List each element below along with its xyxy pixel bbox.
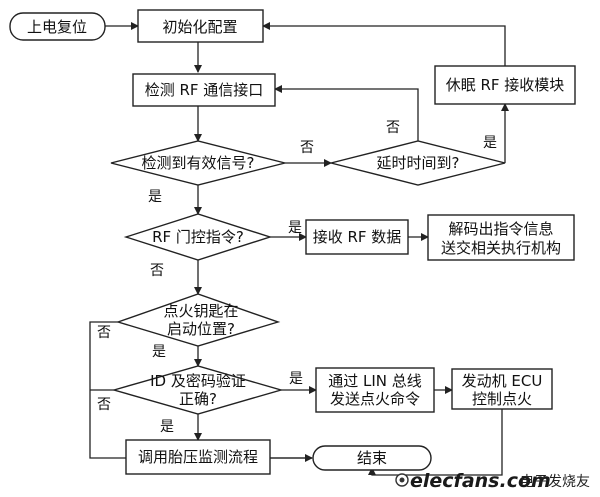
delay-time-label: 延时时间到? — [377, 154, 460, 172]
node-valid-signal: 检测到有效信号? — [110, 140, 286, 186]
decode-line1: 解码出指令信息 — [448, 220, 553, 238]
label-id-yes-down: 是 — [160, 419, 174, 435]
node-sleep-rf: 休眠 RF 接收模块 — [434, 65, 576, 105]
arrow-delay-no-back — [274, 85, 419, 141]
label-key-yes: 是 — [152, 344, 166, 360]
node-power-reset: 上电复位 — [9, 12, 106, 41]
valid-signal-label: 检测到有效信号? — [142, 154, 255, 172]
node-rf-door: RF 门控指令? — [123, 213, 273, 261]
watermark-name: 电子发烧友 — [520, 474, 590, 490]
key-line1: 点火钥匙在 — [163, 302, 238, 320]
rf-door-label: RF 门控指令? — [152, 228, 244, 246]
node-detect-rf: 检测 RF 通信接口 — [132, 73, 276, 107]
label-door-yes: 是 — [288, 220, 302, 236]
detect-rf-label: 检测 RF 通信接口 — [145, 81, 264, 99]
tire-label: 调用胎压监测流程 — [138, 448, 258, 466]
key-line2: 启动位置? — [167, 320, 235, 338]
branch-labels: 否 否 是 是 是 否 否 是 是 否 是 — [97, 120, 497, 435]
node-key-position: 点火钥匙在 启动位置? — [115, 293, 281, 347]
lin-line1: 通过 LIN 总线 — [328, 372, 422, 390]
arrow-sleep-to-init — [262, 22, 506, 66]
init-config-label: 初始化配置 — [162, 18, 237, 36]
arrow-ecu-to-end — [368, 409, 503, 476]
label-id-yes: 是 — [289, 371, 303, 387]
watermark-logo-dot-icon — [399, 477, 405, 483]
decode-line2: 送交相关执行机构 — [441, 239, 561, 257]
label-delay-yes: 是 — [483, 135, 497, 151]
label-valid-no: 否 — [300, 140, 314, 156]
node-receive-rf: 接收 RF 数据 — [305, 219, 409, 255]
end-label: 结束 — [357, 449, 387, 467]
node-decode: 解码出指令信息 送交相关执行机构 — [427, 214, 575, 261]
sleep-rf-label: 休眠 RF 接收模块 — [446, 76, 565, 94]
label-key-no: 否 — [97, 325, 111, 341]
receive-rf-label: 接收 RF 数据 — [313, 228, 402, 246]
ecu-line2: 控制点火 — [472, 390, 532, 408]
node-tire: 调用胎压监测流程 — [125, 439, 271, 475]
label-delay-no: 否 — [386, 120, 400, 136]
node-end: 结束 — [312, 445, 432, 471]
label-id-no: 否 — [97, 397, 111, 413]
ecu-line1: 发动机 ECU — [462, 372, 543, 390]
node-init-config: 初始化配置 — [137, 9, 264, 43]
node-id-verify: ID 及密码验证 正确? — [111, 365, 284, 415]
power-reset-label: 上电复位 — [27, 18, 87, 36]
label-valid-yes: 是 — [148, 189, 162, 205]
id-line2: 正确? — [179, 390, 217, 408]
node-delay-time: 延时时间到? — [330, 140, 506, 186]
label-door-no: 否 — [150, 263, 164, 279]
node-lin: 通过 LIN 总线 发送点火命令 — [315, 367, 435, 413]
node-ecu: 发动机 ECU 控制点火 — [451, 368, 553, 410]
lin-line2: 发送点火命令 — [330, 390, 420, 408]
id-line1: ID 及密码验证 — [150, 372, 246, 390]
watermark-site: elecfans.com — [410, 470, 551, 492]
watermark: elecfans.com 电子发烧友 — [395, 470, 590, 492]
